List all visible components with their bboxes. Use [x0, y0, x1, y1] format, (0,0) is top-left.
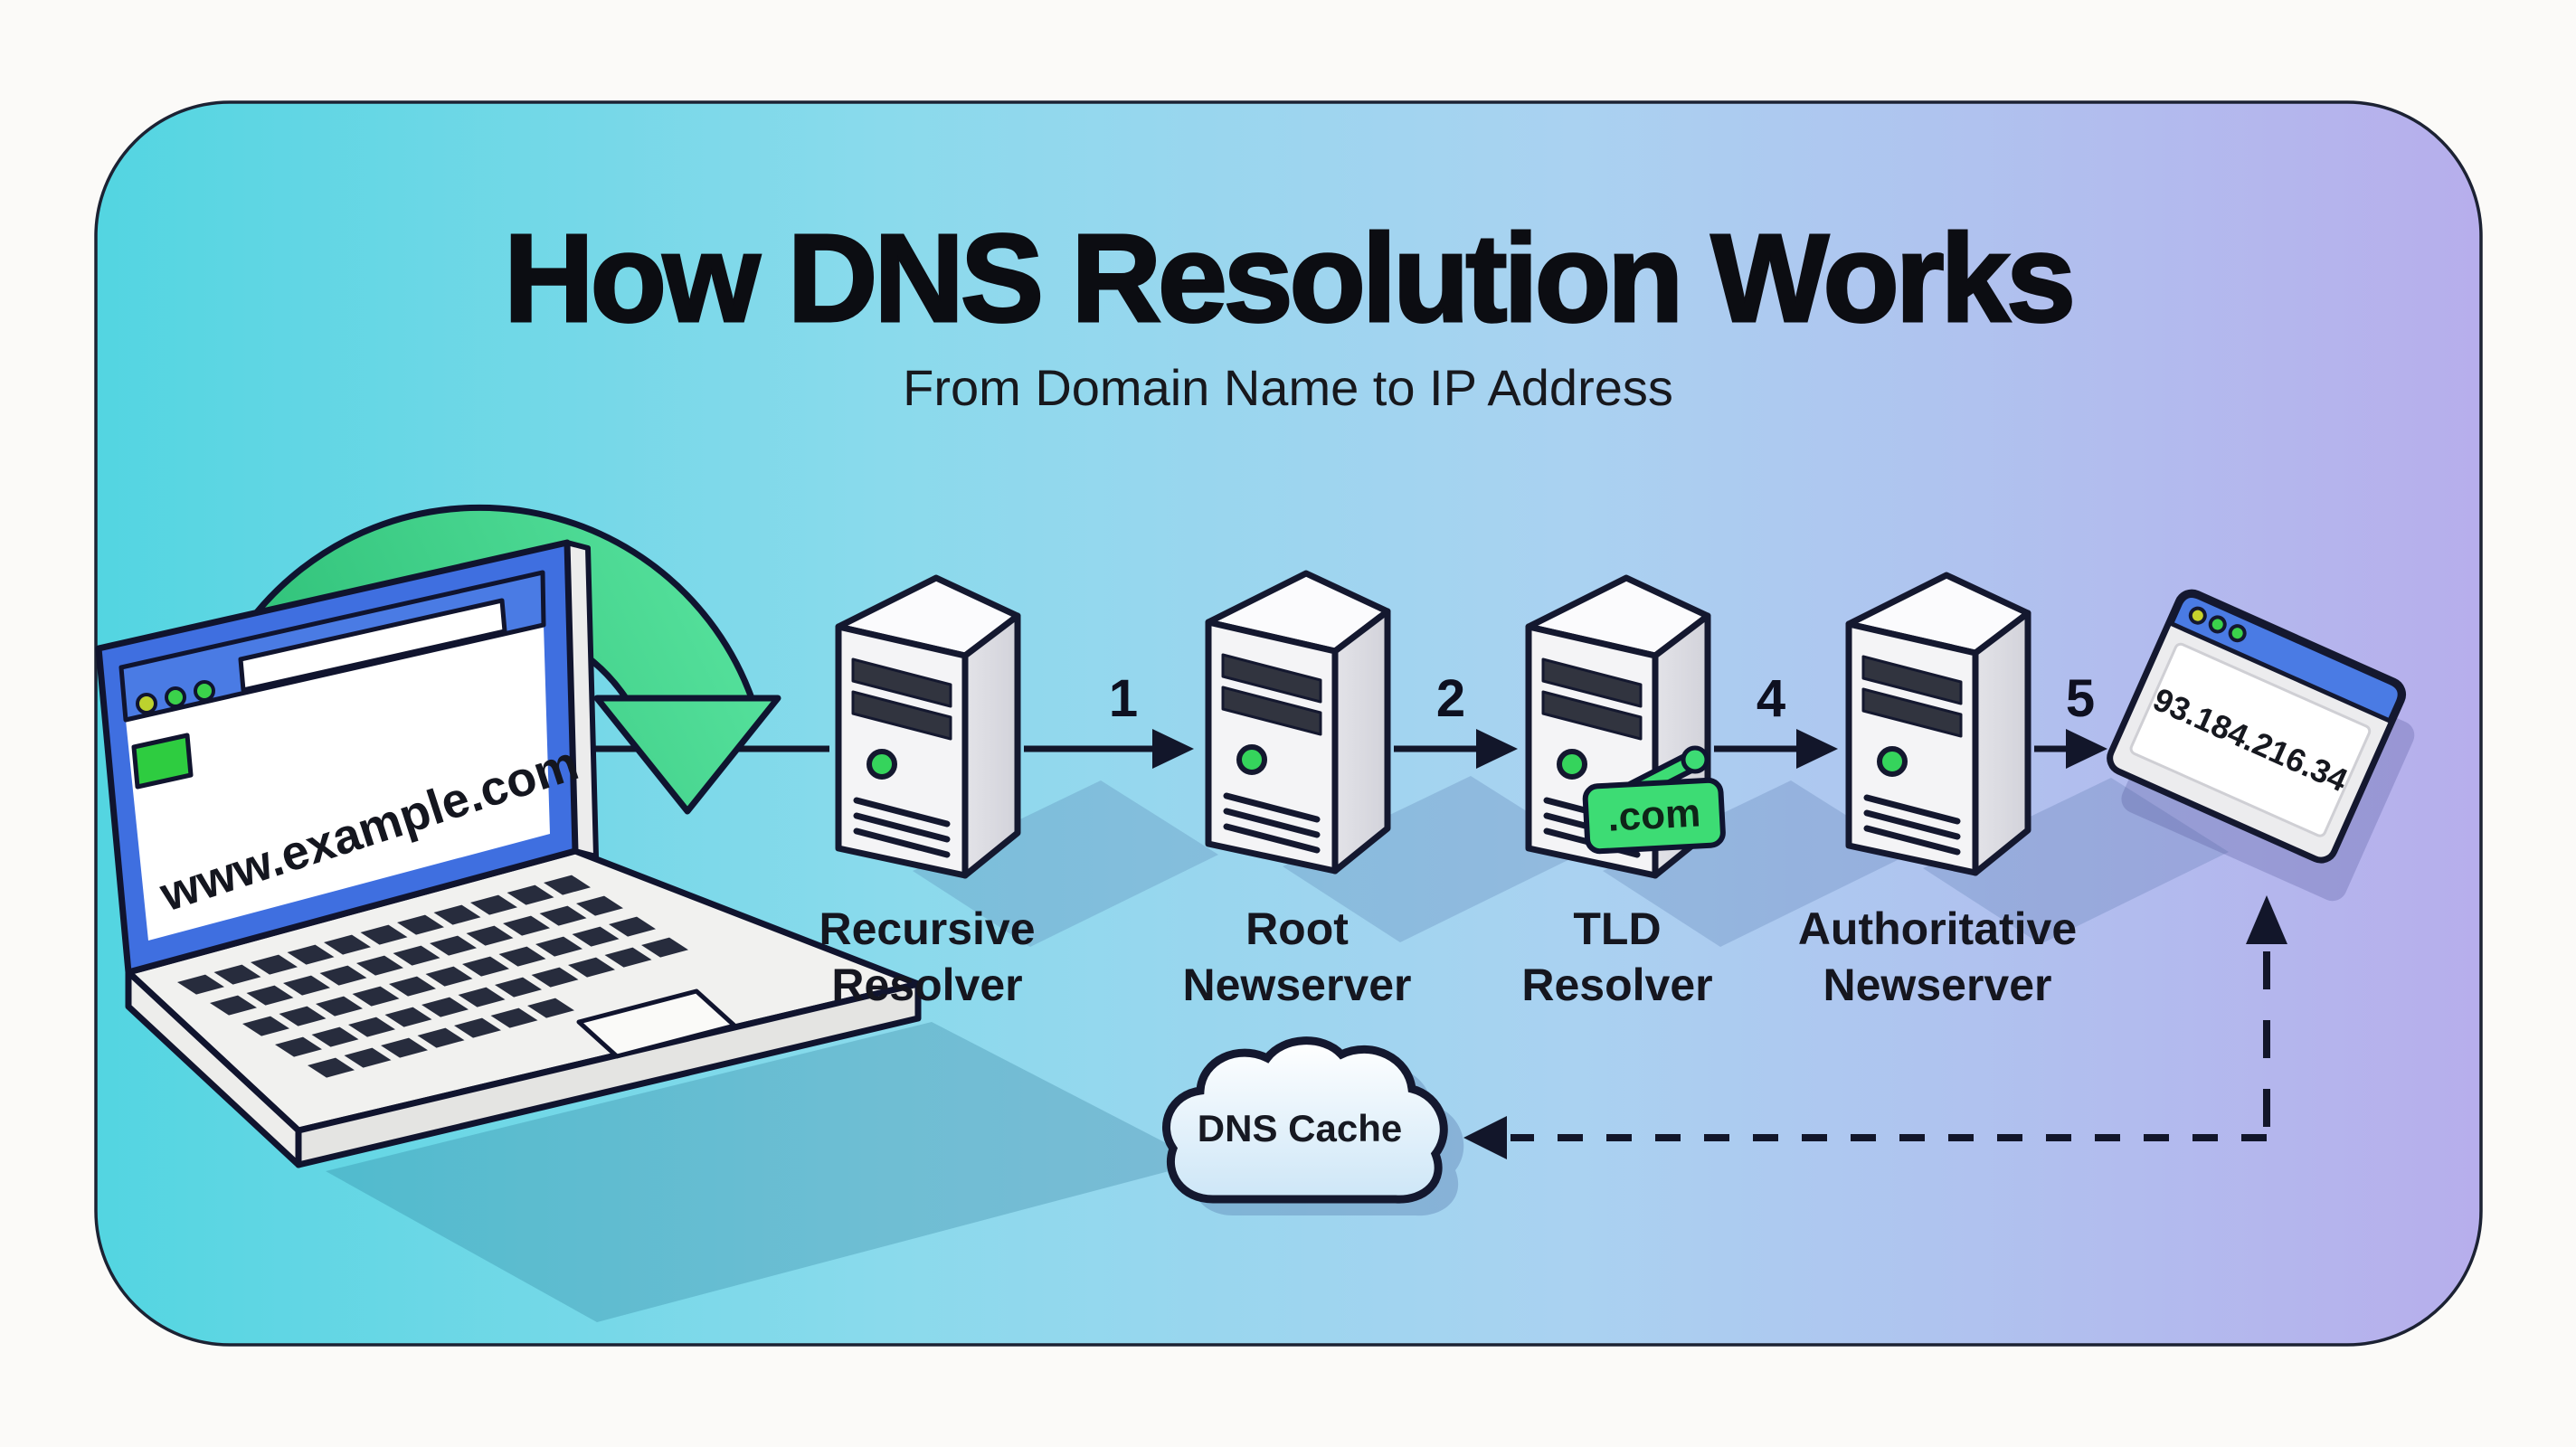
- keyboard-key: [498, 946, 546, 967]
- arrowhead-icon: [1152, 729, 1194, 769]
- keyboard-key: [490, 1007, 538, 1028]
- keyboard-key: [344, 1047, 392, 1068]
- window-dot-icon: [194, 680, 215, 702]
- keyboard-key: [454, 1017, 501, 1038]
- keyboard-key: [319, 965, 367, 986]
- label-tld-line2: Resolver: [1521, 960, 1712, 1010]
- keyboard-key: [568, 957, 615, 978]
- arrowhead-icon: [1796, 729, 1838, 769]
- keyboard-key: [527, 998, 574, 1018]
- com-tag: .com: [1582, 745, 1726, 855]
- keyboard-key: [466, 925, 514, 946]
- step-number-4: 4: [1757, 669, 1785, 728]
- arrowhead-icon: [2066, 729, 2107, 769]
- keyboard-key: [287, 944, 335, 965]
- keyboard-key: [324, 934, 371, 955]
- favicon-icon: [131, 733, 194, 790]
- label-recursive-line2: Resolver: [831, 960, 1022, 1010]
- keyboard-key: [433, 904, 481, 925]
- keyboard-key: [308, 1057, 355, 1078]
- window-dot-icon: [165, 686, 186, 708]
- keyboard-key: [458, 987, 506, 1007]
- window-dot-icon: [2188, 606, 2207, 625]
- keyboard-key: [389, 976, 436, 997]
- keyboard-key: [544, 875, 591, 895]
- keyboard-key: [425, 966, 473, 987]
- keyboard-key: [495, 977, 542, 998]
- keyboard-key: [462, 956, 509, 977]
- keyboard-key: [177, 974, 224, 995]
- step-number-2: 2: [1436, 669, 1465, 728]
- step-arrows: [1024, 729, 2107, 769]
- keyboard-key: [356, 955, 403, 976]
- keyboard-key: [381, 1037, 428, 1058]
- keyboard-key: [283, 975, 330, 996]
- page-subtitle: From Domain Name to IP Address: [903, 359, 1673, 416]
- keyboard-key: [360, 924, 408, 945]
- keyboard-key: [275, 1036, 322, 1057]
- keyboard-key: [251, 954, 298, 975]
- arrow-left-icon: [1463, 1116, 1507, 1159]
- keyboard-key: [421, 997, 469, 1017]
- keyboard-key: [397, 914, 444, 935]
- label-recursive-line1: Recursive: [819, 903, 1035, 954]
- keyboard-key: [246, 985, 294, 1006]
- keyboard-key: [470, 894, 517, 915]
- keyboard-key: [641, 937, 688, 958]
- keyboard-key: [384, 1007, 432, 1027]
- step-number-5: 5: [2066, 669, 2095, 728]
- keyboard-key: [609, 916, 656, 937]
- keyboard-key: [242, 1016, 289, 1036]
- keyboard-key: [507, 884, 554, 905]
- keyboard-key: [576, 895, 623, 916]
- cache-dashed-path: [1463, 895, 2287, 1159]
- keyboard-key: [417, 1027, 465, 1048]
- laptop-shadow: [326, 1022, 1203, 1322]
- keyboard-key: [539, 905, 587, 926]
- browser-window-icon: 93.184.216.34: [2107, 589, 2415, 902]
- url-bar: [238, 598, 507, 693]
- label-authoritative-line1: Authoritative: [1798, 903, 2077, 954]
- laptop-icon: www.example.com: [95, 539, 1203, 1322]
- arrow-up-icon: [2246, 895, 2287, 944]
- com-tag-label: .com: [1606, 790, 1701, 839]
- label-root-line2: Newserver: [1183, 960, 1412, 1010]
- keyboard-key: [503, 915, 550, 936]
- trackpad: [576, 988, 737, 1059]
- label-root-line1: Root: [1245, 903, 1349, 954]
- keyboard-key: [311, 1026, 359, 1047]
- window-dot-icon: [2208, 615, 2227, 634]
- keyboard-key: [535, 936, 582, 957]
- label-tld-line1: TLD: [1573, 903, 1661, 954]
- keyboard-key: [393, 945, 440, 966]
- keyboard-key: [430, 935, 477, 956]
- keyboard-key: [348, 1017, 395, 1037]
- step-number-1: 1: [1109, 669, 1138, 728]
- keyboard-key: [210, 995, 257, 1016]
- keyboard-key: [316, 996, 363, 1017]
- window-dot-icon: [136, 693, 157, 714]
- window-dot-icon: [2228, 624, 2247, 643]
- keyboard-key: [213, 964, 261, 985]
- arrowhead-icon: [1476, 729, 1518, 769]
- dns-cache-cloud-icon: DNS Cache: [1166, 1041, 1464, 1216]
- keyboard-key: [572, 926, 620, 947]
- keyboard-key: [352, 986, 400, 1007]
- label-authoritative-line2: Newserver: [1823, 960, 2052, 1010]
- keyboard-keys: [177, 875, 688, 1078]
- keyboard-key: [279, 1006, 327, 1026]
- page-title: How DNS Resolution Works: [504, 209, 2072, 348]
- keyboard-key: [531, 967, 579, 988]
- keyboard-key: [604, 947, 652, 968]
- dns-cache-label: DNS Cache: [1198, 1107, 1402, 1149]
